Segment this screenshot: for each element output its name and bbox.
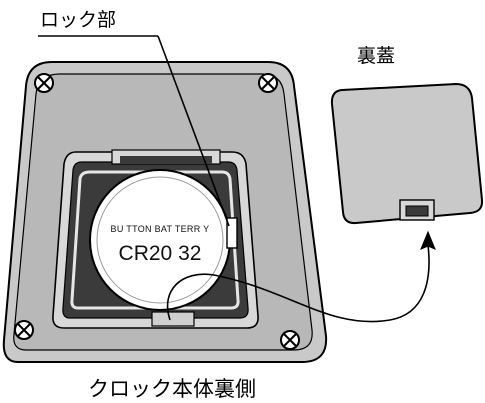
battery-label-small: BU TTON BAT TERR Y bbox=[111, 224, 210, 234]
compartment-bottom-tab bbox=[151, 311, 195, 327]
lock-part-label: ロック部 bbox=[40, 9, 116, 31]
screw-top-right bbox=[258, 73, 278, 93]
screw-bottom-right bbox=[280, 330, 300, 350]
back-cover bbox=[330, 82, 484, 225]
compartment-inner-rim bbox=[70, 170, 240, 310]
clock-body bbox=[2, 61, 328, 363]
lock-tab bbox=[226, 217, 238, 249]
screw-bottom-left bbox=[14, 320, 34, 340]
insert-arrow bbox=[166, 230, 436, 323]
battery-label-model: CR20 32 bbox=[119, 242, 202, 265]
back-cover-plate bbox=[330, 82, 484, 225]
screw-top-left bbox=[34, 73, 54, 93]
battery-button-cell bbox=[89, 169, 231, 311]
insert-arrow-curve bbox=[166, 244, 430, 323]
insert-arrow-head bbox=[420, 230, 436, 250]
back-cover-label: 裏蓋 bbox=[357, 45, 395, 67]
clock-body-back-label: クロック本体裏側 bbox=[88, 377, 256, 401]
lock-part-leader bbox=[38, 35, 230, 227]
